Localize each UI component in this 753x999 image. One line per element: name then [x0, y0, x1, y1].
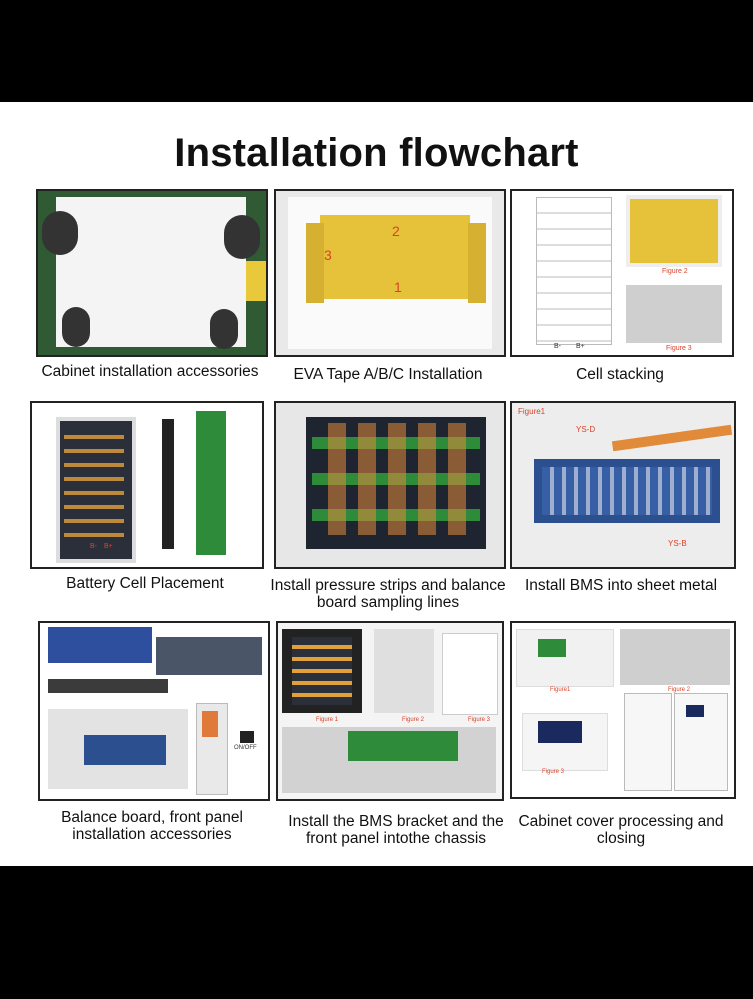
figure-3-label: Figure 3: [468, 717, 491, 723]
copper-busbars: [316, 423, 476, 535]
cabinet-unit: [624, 693, 672, 791]
page-title: Installation flowchart: [174, 131, 579, 175]
front-display: [538, 721, 582, 743]
balance-board-strip: [156, 637, 262, 675]
eva-tape: [306, 223, 324, 303]
figure-1-photo: [516, 629, 614, 687]
step-4-photo: B- B+: [30, 401, 264, 569]
figure-2-label: Figure 2: [662, 268, 688, 275]
step-5-photo: [274, 401, 506, 569]
eva-tape: [468, 223, 486, 303]
caster-wheel: [210, 309, 238, 349]
label-b-minus: B-: [554, 343, 561, 350]
balance-board: [196, 411, 226, 555]
figure-3-photo: [626, 285, 722, 343]
bms-components: [542, 467, 712, 515]
green-pcb: [538, 639, 566, 657]
figure-1-label: Figure1: [518, 407, 546, 416]
step-2-caption: EVA Tape A/B/C Installation: [293, 366, 483, 383]
eva-tape: [320, 215, 470, 299]
breaker-handle: [202, 711, 218, 737]
cell-terminals: [64, 425, 124, 545]
pressure-strip: [162, 419, 174, 549]
label-b-minus: B-: [90, 543, 97, 550]
step-7-photo: ON/OFF: [38, 621, 270, 801]
step-6-photo: Figure1 YS-D YS-B: [510, 401, 736, 569]
bms-bracket: [348, 731, 458, 761]
step-2-photo: 1 2 3: [274, 189, 506, 357]
step-8-photo: Figure 1 Figure 2 Figure 3: [276, 621, 504, 801]
step-3-photo: B- B+ Figure 2 Figure 3: [510, 189, 734, 357]
figure-2-label: Figure 2: [402, 717, 425, 723]
bms-board: [84, 735, 166, 765]
label-3: 3: [324, 247, 332, 263]
step-1-photo: [36, 189, 268, 357]
orange-cable: [611, 424, 733, 452]
step-5-caption: Install pressure strips and balance boar…: [270, 577, 506, 611]
step-9-photo: Figure1 Figure 2 Figure 3: [510, 621, 736, 799]
yellow-floor-mark: [246, 261, 266, 301]
step-3-caption: Cell stacking: [576, 366, 664, 383]
label-b-plus: B+: [576, 343, 585, 350]
figure-2-label: Figure 2: [668, 687, 691, 693]
cabinet-display: [686, 705, 704, 717]
figure-3-photo: [442, 633, 498, 715]
figure-1-label: Figure 1: [316, 717, 339, 723]
cells: [292, 637, 352, 705]
step-8-caption: Install the BMS bracket and the front pa…: [288, 813, 504, 847]
caster-wheel: [42, 211, 78, 255]
on-off-label: ON/OFF: [234, 745, 257, 751]
power-switch: [240, 731, 254, 743]
caster-wheel: [62, 307, 90, 347]
label-b-plus: B+: [104, 543, 113, 550]
figure-2-photo: [374, 629, 434, 713]
step-6-caption: Install BMS into sheet metal: [524, 577, 718, 594]
step-7-caption: Balance board, front panel installation …: [61, 809, 243, 843]
figure-3-label: Figure 3: [542, 769, 565, 775]
front-panel-display: [48, 627, 152, 663]
figure-2-photo: [626, 195, 722, 267]
ys-d-label: YS-D: [576, 425, 596, 434]
wire-strip: [48, 679, 168, 693]
label-1: 1: [394, 279, 402, 295]
step-4-caption: Battery Cell Placement: [66, 575, 224, 592]
figure-2-photo: [620, 629, 730, 685]
figure-1-label: Figure1: [550, 687, 571, 693]
step-9-caption: Cabinet cover processing and closing: [518, 813, 724, 847]
label-2: 2: [392, 223, 400, 239]
ys-b-label: YS-B: [668, 539, 687, 548]
figure-3-label: Figure 3: [666, 345, 692, 352]
cell-diagram: [536, 197, 612, 345]
caster-wheel: [224, 215, 260, 259]
step-1-caption: Cabinet installation accessories: [41, 363, 259, 380]
